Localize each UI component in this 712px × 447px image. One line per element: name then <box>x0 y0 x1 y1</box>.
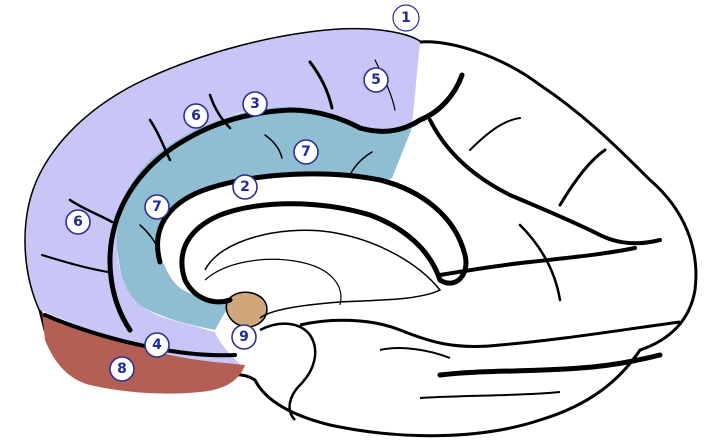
label-3: 3 <box>243 92 267 116</box>
label-1-text: 1 <box>401 10 411 26</box>
label-4-text: 4 <box>152 337 162 353</box>
label-8: 8 <box>110 357 134 381</box>
label-2-text: 2 <box>240 179 250 195</box>
label-9: 9 <box>232 325 256 349</box>
label-7-lower: 7 <box>145 195 169 219</box>
label-6-upper: 6 <box>184 104 208 128</box>
label-2: 2 <box>233 175 257 199</box>
label-9-text: 9 <box>239 329 249 345</box>
label-4: 4 <box>145 333 169 357</box>
label-7-upper: 7 <box>294 140 318 164</box>
label-1: 1 <box>393 5 419 31</box>
label-7-lower-text: 7 <box>152 199 162 215</box>
label-7-upper-text: 7 <box>301 144 311 160</box>
label-5: 5 <box>364 68 388 92</box>
label-6-upper-text: 6 <box>191 108 201 124</box>
label-6-lower-text: 6 <box>73 214 83 230</box>
region-9 <box>226 292 267 327</box>
label-6-lower: 6 <box>66 210 90 234</box>
label-3-text: 3 <box>250 96 260 112</box>
label-8-text: 8 <box>117 361 127 377</box>
label-5-text: 5 <box>371 72 381 88</box>
